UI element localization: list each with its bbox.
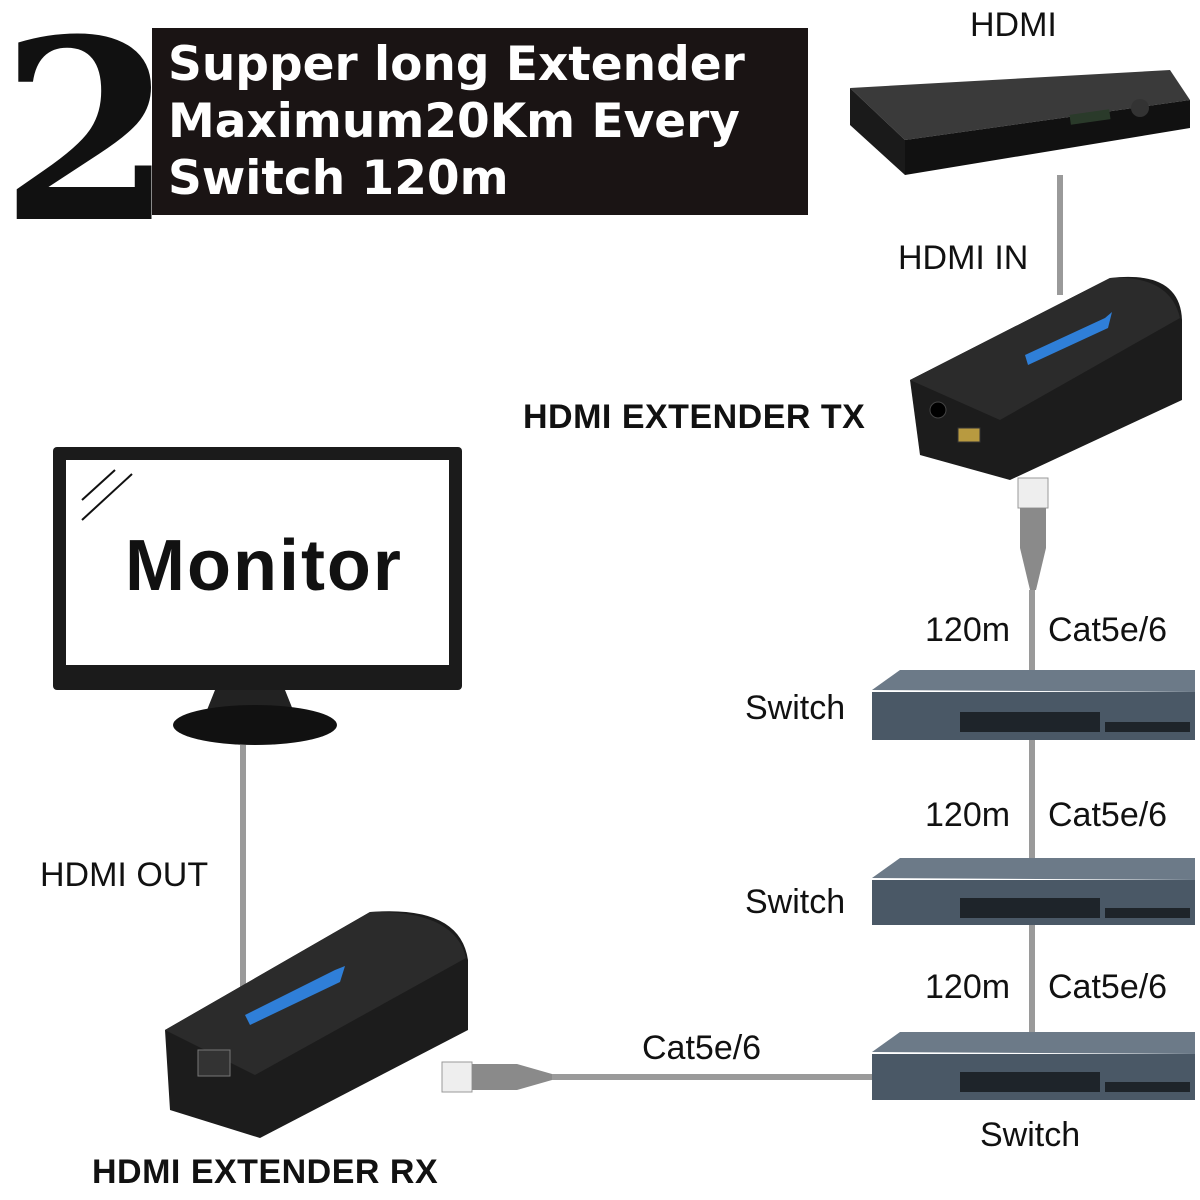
hdmi-extender-tx-device	[910, 276, 1182, 480]
network-switch-1	[872, 670, 1195, 740]
monitor-device	[53, 447, 462, 745]
rj45-connector-tx	[1017, 477, 1049, 590]
title-line-1: Supper long Extender	[168, 37, 745, 92]
network-switch-2	[872, 858, 1195, 925]
step-number: 2	[0, 0, 174, 278]
rx-label: HDMI EXTENDER RX	[92, 1153, 439, 1191]
switch-1-label: Switch	[745, 689, 846, 727]
hdmi-in-label: HDMI IN	[898, 239, 1029, 277]
link-2-cable: Cat5e/6	[1048, 796, 1168, 834]
title-line-3: Switch 120m	[168, 151, 509, 206]
link-3-cable: Cat5e/6	[1048, 968, 1168, 1006]
hdmi-extender-rx-device	[165, 911, 468, 1138]
title-banner: Supper long Extender Maximum20Km Every S…	[152, 28, 808, 215]
rj45-connector-rx	[441, 1061, 552, 1093]
rx-cable-label: Cat5e/6	[642, 1029, 762, 1067]
link-1-length: 120m	[925, 611, 1011, 649]
link-3-length: 120m	[925, 968, 1011, 1006]
monitor-label: Monitor	[125, 526, 403, 606]
hdmi-source-player	[850, 70, 1190, 175]
hdmi-source-label: HDMI	[970, 6, 1057, 44]
title-line-2: Maximum20Km Every	[168, 94, 740, 149]
hdmi-out-label: HDMI OUT	[40, 856, 209, 894]
tx-label: HDMI EXTENDER TX	[523, 398, 866, 436]
network-switch-3	[872, 1032, 1195, 1100]
switch-3-label: Switch	[980, 1116, 1081, 1154]
link-1-cable: Cat5e/6	[1048, 611, 1168, 649]
switch-2-label: Switch	[745, 883, 846, 921]
link-2-length: 120m	[925, 796, 1011, 834]
